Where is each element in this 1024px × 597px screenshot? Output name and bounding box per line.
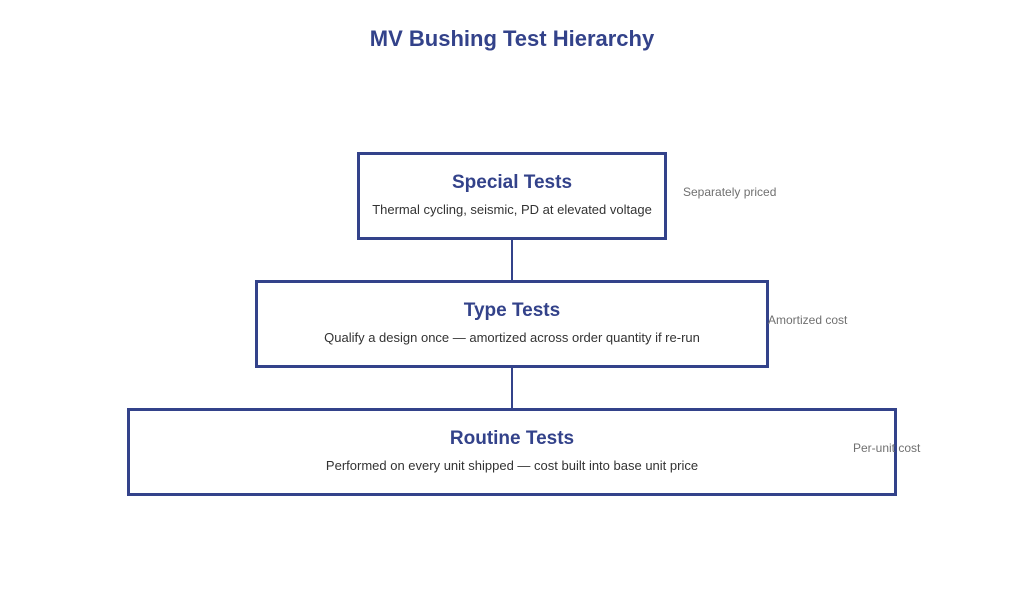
diagram-title: MV Bushing Test Hierarchy: [369, 26, 655, 51]
tier-description: Thermal cycling, seismic, PD at elevated…: [372, 202, 652, 217]
cost-note-special: Separately priced: [683, 185, 777, 199]
tier-description: Qualify a design once — amortized across…: [324, 330, 700, 345]
tier-description: Performed on every unit shipped — cost b…: [325, 458, 699, 473]
cost-note-routine: Per-unit cost: [853, 441, 921, 455]
tier-routine-tests: Routine Tests Performed on every unit sh…: [127, 408, 897, 496]
connector-special-to-type: [511, 239, 513, 281]
tier-name: Special Tests: [451, 172, 573, 193]
cost-note-type: Amortized cost: [768, 313, 848, 327]
tier-special-tests: Special Tests Thermal cycling, seismic, …: [357, 152, 667, 240]
connector-type-to-routine: [511, 367, 513, 409]
tier-name: Type Tests: [463, 300, 561, 321]
tier-name: Routine Tests: [449, 428, 575, 449]
tier-type-tests: Type Tests Qualify a design once — amort…: [255, 280, 769, 368]
